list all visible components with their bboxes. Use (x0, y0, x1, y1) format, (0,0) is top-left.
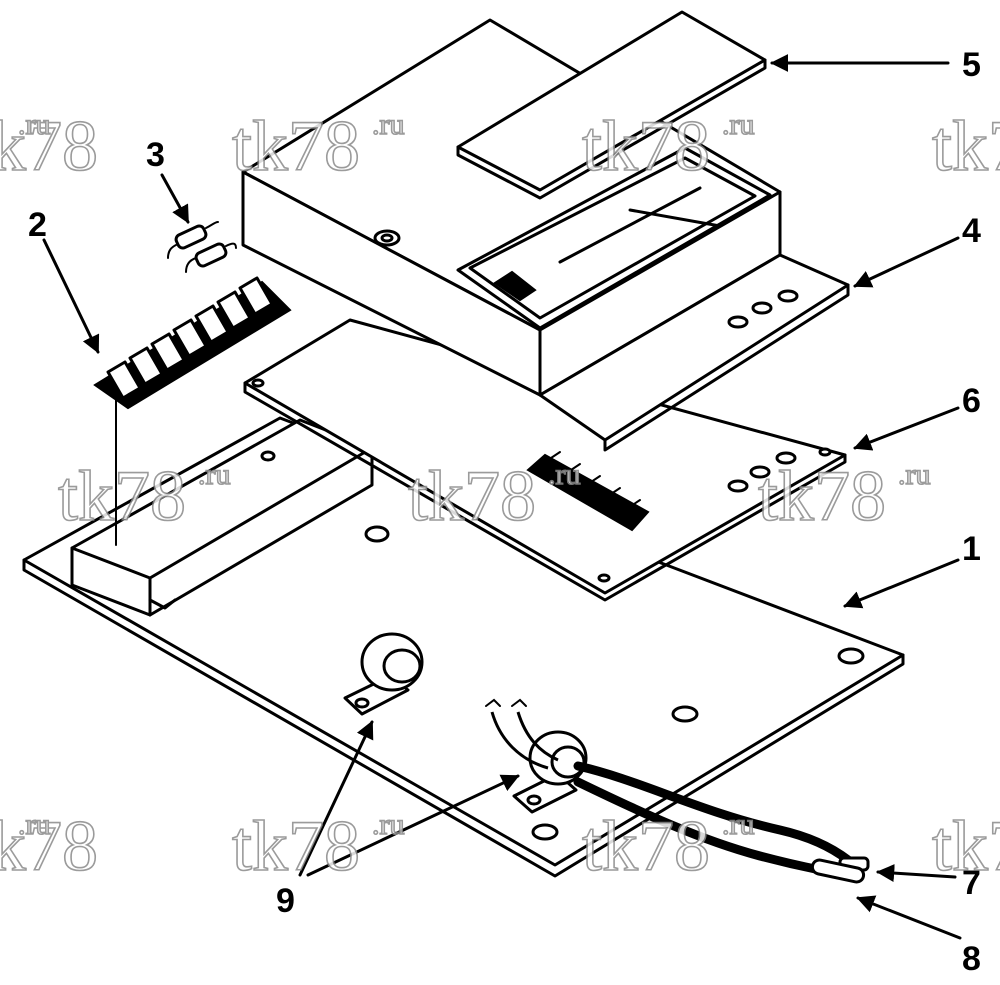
svg-text:tk78: tk78 (232, 106, 360, 186)
clamp-part-9-left (343, 632, 424, 716)
cable-harness (485, 698, 853, 875)
callout-2: 2 (28, 206, 47, 244)
watermark-layer: tk78 .ru tk78 .ru tk78 .ru tk78 tk78 .ru… (0, 105, 1000, 887)
svg-text:tk78: tk78 (58, 456, 186, 536)
svg-text:tk78: tk78 (582, 106, 710, 186)
watermark-8: tk78 .ru (0, 805, 99, 887)
svg-text:.ru: .ru (18, 808, 51, 841)
svg-text:tk78: tk78 (0, 106, 98, 186)
svg-text:.ru: .ru (898, 458, 931, 491)
watermark-9: tk78 .ru (231, 805, 405, 887)
sensor-part-8 (810, 858, 866, 884)
watermark-3: tk78 .ru (581, 105, 755, 187)
callout-5: 5 (962, 46, 981, 84)
watermark-4: tk78 (931, 105, 1000, 187)
svg-text:.ru: .ru (722, 808, 755, 841)
callout-1: 1 (962, 530, 981, 568)
svg-text:.ru: .ru (548, 458, 581, 491)
leader-lines (42, 54, 962, 940)
circuit-board-part-6 (243, 318, 847, 602)
svg-text:tk78: tk78 (232, 806, 360, 886)
svg-text:.ru: .ru (18, 108, 51, 141)
watermark-10: tk78 .ru (581, 805, 755, 887)
watermark-1: tk78 .ru (0, 105, 99, 187)
callout-9: 9 (276, 882, 295, 920)
svg-text:tk78: tk78 (0, 806, 98, 886)
svg-text:.ru: .ru (198, 458, 231, 491)
callout-7: 7 (962, 864, 981, 902)
callout-3: 3 (146, 136, 165, 174)
svg-text:tk78: tk78 (408, 456, 536, 536)
callout-4: 4 (962, 212, 981, 250)
watermark-2: tk78 .ru (231, 105, 405, 187)
callout-8: 8 (962, 940, 981, 978)
svg-text:tk78: tk78 (932, 806, 1000, 886)
svg-text:tk78: tk78 (932, 106, 1000, 186)
lid-plate-part-5 (456, 10, 767, 200)
terminal-block-part-2 (93, 276, 292, 546)
watermark-5: tk78 .ru (57, 455, 231, 537)
svg-text:.ru: .ru (372, 108, 405, 141)
watermark-11: tk78 (931, 805, 1000, 887)
callout-6: 6 (962, 382, 981, 420)
base-plate-part-1 (22, 416, 905, 878)
resistors-part-3 (167, 221, 237, 273)
svg-text:.ru: .ru (722, 108, 755, 141)
svg-text:tk78: tk78 (758, 456, 886, 536)
svg-text:.ru: .ru (372, 808, 405, 841)
svg-text:tk78: tk78 (582, 806, 710, 886)
watermark-6: tk78 .ru (407, 455, 581, 537)
watermark-7: tk78 .ru (757, 455, 931, 537)
